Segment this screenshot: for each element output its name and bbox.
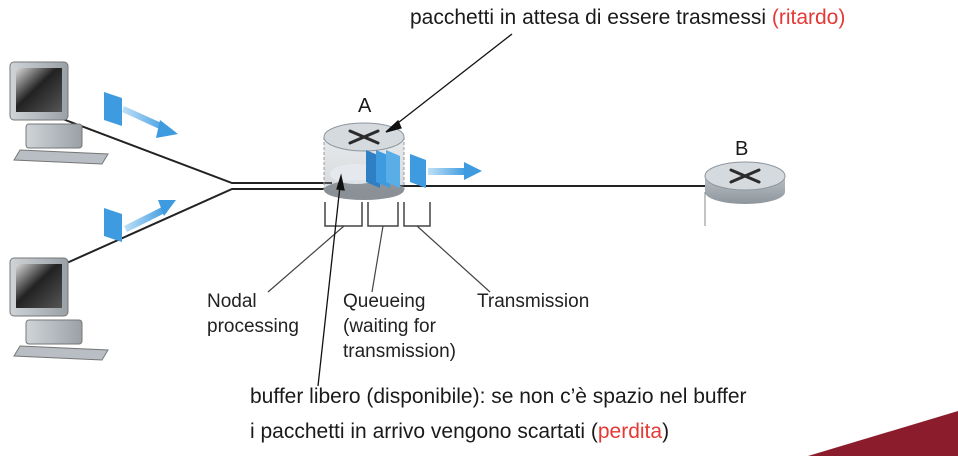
packet-icon (104, 92, 178, 138)
corner-decoration (808, 411, 958, 456)
transmission-label: Transmission (477, 291, 590, 312)
node-a-label: A (358, 95, 372, 117)
delay-highlight: (ritardo) (771, 6, 846, 29)
nodal-line-1: Nodal (207, 291, 257, 312)
buffer-caption-line-2: i pacchetti in arrivo vengono scartati (… (250, 420, 669, 444)
loss-highlight: perdita (597, 420, 663, 443)
queueing-line-2: (waiting for (343, 316, 436, 337)
packet-icon (104, 200, 176, 242)
nodal-processing-label: Nodal processing (207, 289, 299, 339)
nodal-line-2: processing (207, 316, 299, 337)
leader-lines (267, 225, 491, 293)
packet-icon (410, 154, 482, 188)
component-brackets (324, 202, 431, 227)
queueing-line-3: transmission) (343, 341, 456, 362)
packet-icon (366, 150, 400, 188)
router-icon (704, 161, 786, 204)
loss-text-after: ) (662, 420, 670, 443)
buffer-caption-line-1: buffer libero (disponibile): se non c’è … (250, 385, 747, 408)
queueing-line-1: Queueing (343, 291, 426, 312)
computer-icon (9, 61, 109, 165)
callout-arrows (317, 33, 513, 387)
queueing-label: Queueing (waiting for transmission) (343, 289, 456, 364)
queue-delay-text: pacchetti in attesa di essere trasmessi (410, 6, 772, 29)
queue-delay-caption: pacchetti in attesa di essere trasmessi … (410, 6, 845, 30)
loss-text-before: i pacchetti in arrivo vengono scartati ( (250, 420, 598, 443)
computer-icon (9, 257, 109, 361)
node-b-label: B (735, 138, 749, 160)
